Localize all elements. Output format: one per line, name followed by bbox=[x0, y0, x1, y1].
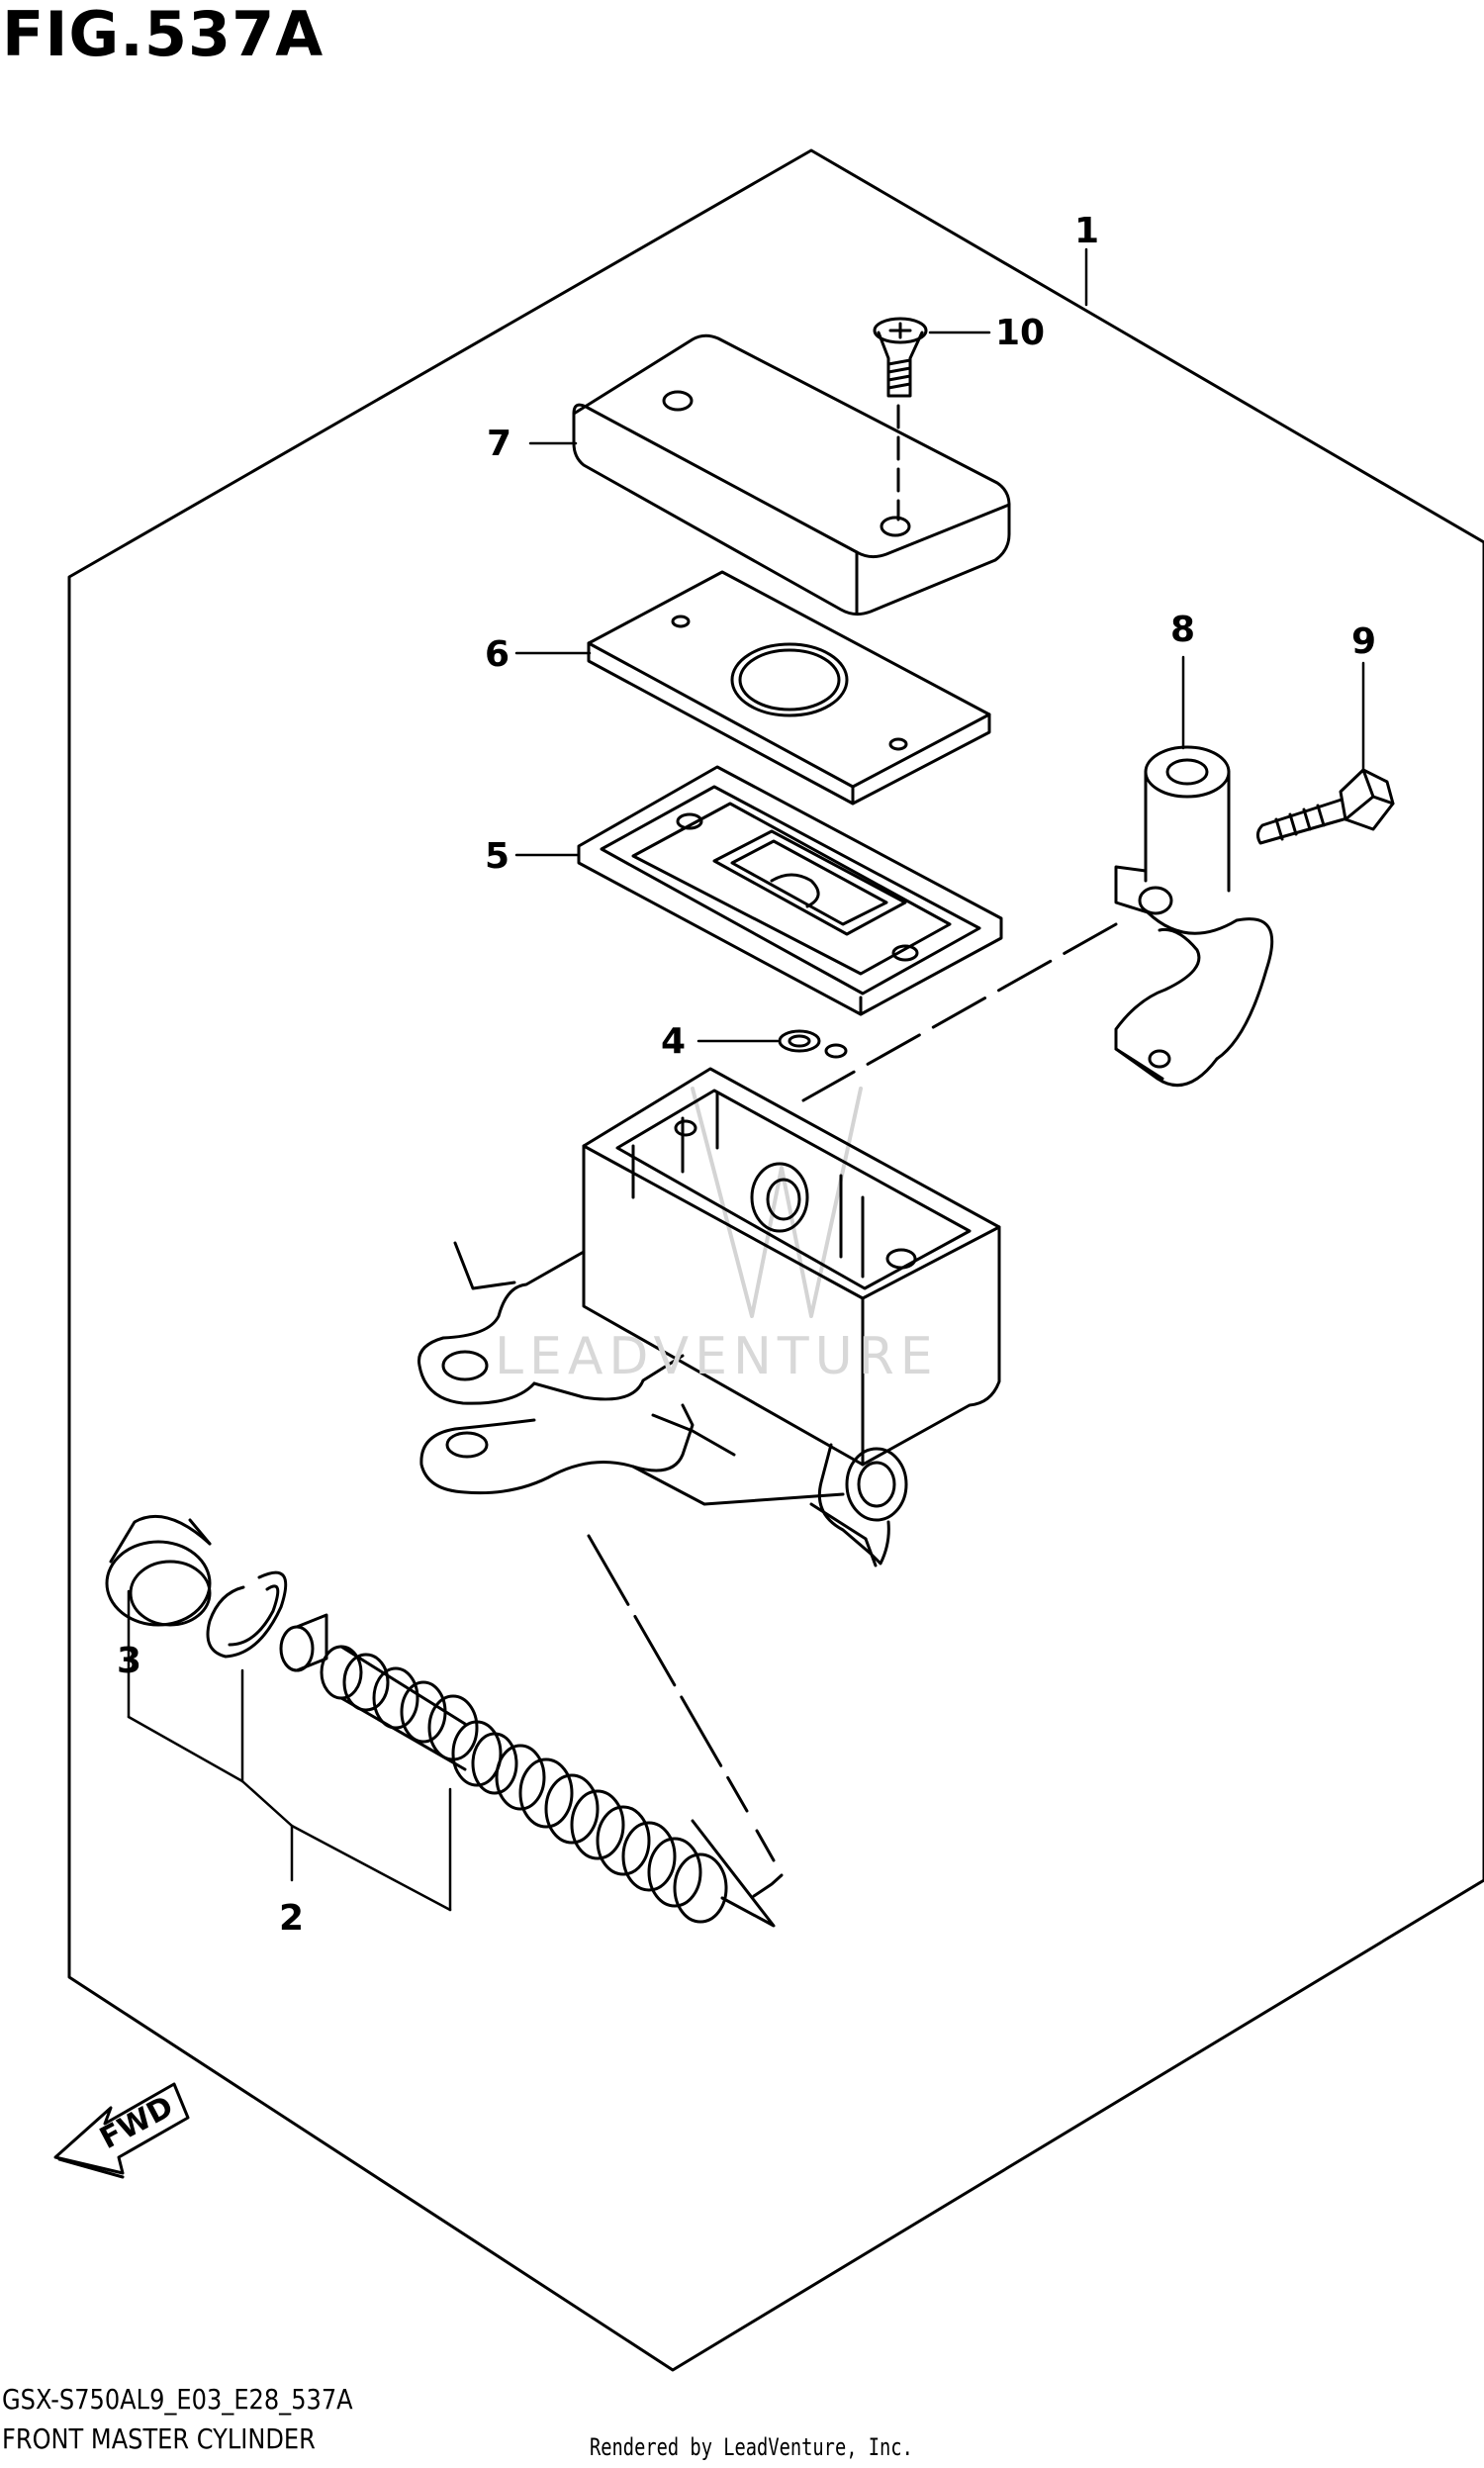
forward-direction-arrow bbox=[53, 2082, 190, 2179]
assembly-boundary bbox=[67, 148, 1484, 2372]
screw-part-10 bbox=[873, 317, 928, 522]
callout-3: 3 bbox=[117, 1641, 141, 1681]
bore-axis-line bbox=[587, 1534, 784, 1898]
reservoir-cap-part-7 bbox=[572, 333, 1011, 617]
callout-8: 8 bbox=[1170, 610, 1195, 650]
callout-4: 4 bbox=[661, 1021, 686, 1062]
leader-lines bbox=[127, 247, 1365, 1912]
diagram-code: GSX-S750AL9_E03_E28_537A bbox=[2, 2383, 353, 2416]
circlip bbox=[206, 1570, 288, 1659]
return-spring bbox=[471, 1732, 728, 1924]
diagram-name: FRONT MASTER CYLINDER bbox=[2, 2422, 316, 2455]
piston bbox=[279, 1613, 503, 1787]
callout-7: 7 bbox=[487, 424, 511, 464]
callout-2: 2 bbox=[279, 1898, 304, 1939]
callout-10: 10 bbox=[995, 313, 1045, 353]
callout-9: 9 bbox=[1351, 621, 1376, 662]
callout-1: 1 bbox=[1074, 211, 1099, 251]
watermark-logo bbox=[691, 1087, 863, 1318]
washer-part-4 bbox=[778, 1029, 848, 1059]
piston-cup-part-3 bbox=[105, 1514, 212, 1627]
callout-6: 6 bbox=[485, 634, 510, 675]
clamp-holder-part-8 bbox=[1114, 745, 1274, 1088]
diaphragm-plate-part-6 bbox=[587, 570, 991, 806]
diaphragm-part-5 bbox=[577, 765, 1003, 1016]
callout-numbers: 1 2 3 4 5 6 7 8 9 10 bbox=[117, 211, 1376, 1939]
master-cylinder-body bbox=[417, 1067, 1001, 1567]
figure-title: FIG.537A bbox=[2, 0, 325, 70]
watermark-text: LEADVENTURE bbox=[495, 1327, 939, 1386]
bolt-part-9 bbox=[1255, 768, 1395, 845]
render-credit: Rendered by LeadVenture, Inc. bbox=[590, 2433, 913, 2461]
callout-5: 5 bbox=[485, 836, 510, 877]
